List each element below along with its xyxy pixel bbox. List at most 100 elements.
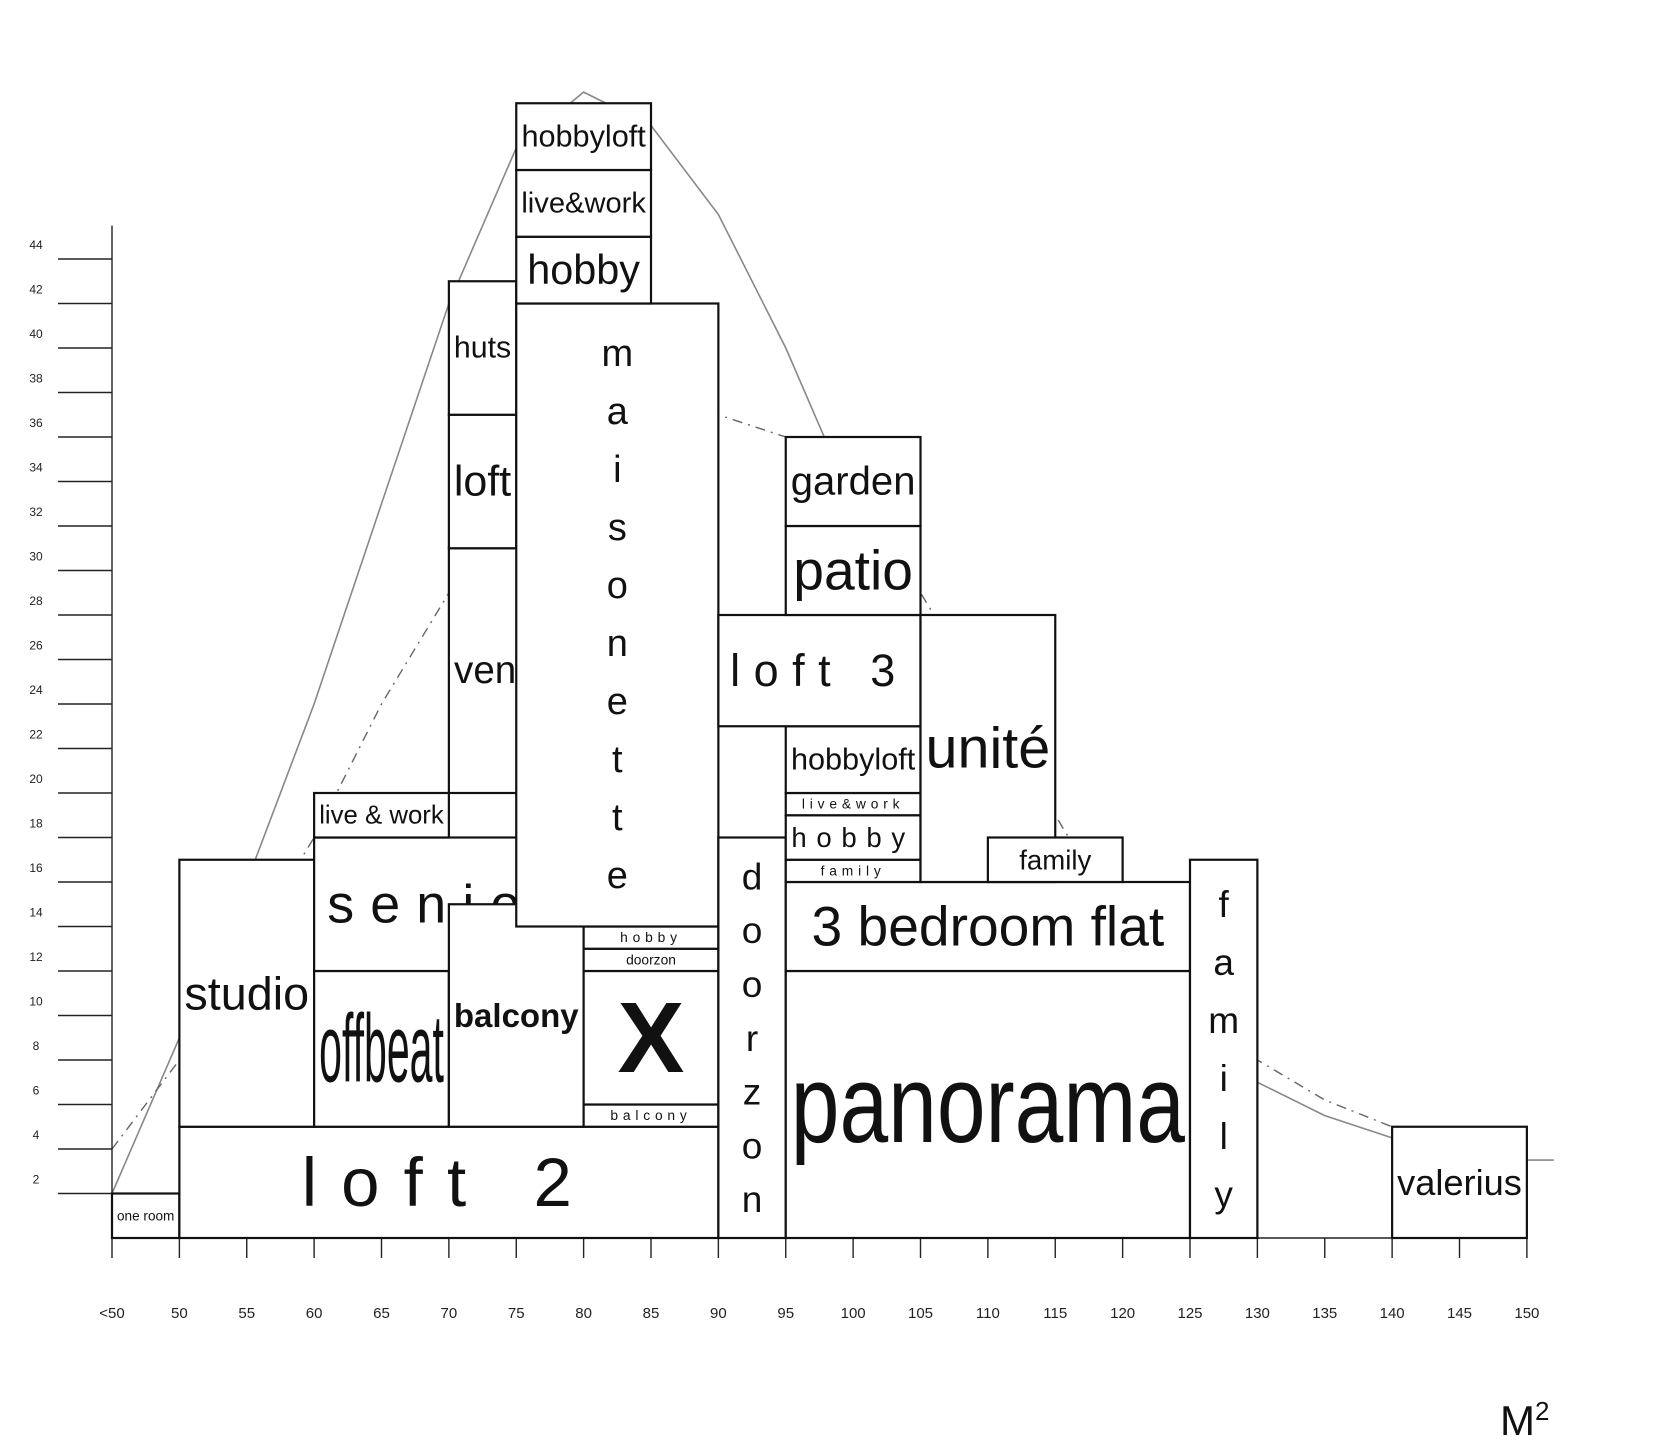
block-label-char: m (601, 333, 633, 375)
block-label: family (821, 863, 886, 878)
block-label: live&work (802, 797, 904, 812)
block-label: one room (117, 1208, 174, 1223)
x-tick-label: 145 (1447, 1305, 1472, 1322)
block-balcony: balcony (582, 1103, 720, 1128)
y-tick-label: 12 (29, 950, 43, 964)
block-panorama: panorama (784, 969, 1192, 1240)
block-label: huts (454, 332, 511, 365)
block-label: 3 bedroom flat (812, 896, 1165, 958)
y-tick-label: 24 (29, 683, 43, 697)
block-rect (717, 836, 787, 1240)
block-label: loft 2 (302, 1144, 596, 1221)
block-label-char: o (742, 963, 763, 1005)
block-rect (313, 791, 450, 839)
block-label-char: y (1214, 1173, 1233, 1215)
block-label-char: a (607, 391, 629, 433)
y-tick-label: 20 (29, 772, 43, 786)
block-label-char: e (607, 855, 628, 897)
block-live-work: live&work (784, 791, 922, 817)
x-tick-label: 135 (1312, 1305, 1337, 1322)
y-tick-label: 38 (29, 372, 43, 386)
block-label-char: o (742, 909, 763, 951)
y-tick-label: 6 (33, 1084, 40, 1098)
block-label: balcony (610, 1108, 691, 1123)
x-tick-label: <50 (99, 1305, 124, 1322)
block-rect (515, 102, 653, 172)
block-one-room: one room (110, 1192, 181, 1240)
x-tick-label: 115 (1043, 1305, 1067, 1322)
y-tick-label: 30 (29, 550, 43, 564)
block-rect (178, 1125, 720, 1240)
block-rect (110, 1192, 181, 1240)
block-label-char: o (742, 1124, 763, 1166)
block-label: X (618, 982, 685, 1094)
x-tick-label: 150 (1514, 1305, 1539, 1322)
block-label-char: n (742, 1178, 763, 1220)
block-loft-3: loft 3 (717, 613, 922, 728)
block-hobby: hobby (582, 925, 720, 950)
block-label-char: t (612, 797, 623, 839)
block-label-char: r (746, 1017, 758, 1059)
block-huts: huts (447, 280, 518, 416)
block-label-char: l (1220, 1115, 1228, 1157)
x-tick-label: 140 (1380, 1305, 1405, 1322)
y-tick-label: 36 (29, 416, 43, 430)
block-hobby: hobby (515, 235, 653, 305)
block-label-char: z (743, 1071, 762, 1113)
y-tick-label: 44 (29, 238, 43, 252)
block-label: hobby (791, 822, 914, 853)
block-label: loft (454, 458, 511, 506)
block-rect (515, 302, 720, 928)
x-tick-label: 75 (508, 1305, 525, 1322)
block-valerius: valerius (1391, 1125, 1528, 1240)
block-rect (784, 880, 1192, 973)
block-label: family (1019, 844, 1091, 875)
block-rect (1391, 1125, 1528, 1240)
block-doorzon: doorzon (717, 836, 787, 1240)
y-tick-label: 42 (29, 283, 43, 297)
y-tick-label: 26 (29, 639, 43, 653)
y-tick-label: 40 (29, 327, 43, 341)
block-x: X (582, 969, 720, 1106)
block-label-char: f (1219, 883, 1230, 925)
block-label-char: s (608, 507, 627, 549)
block-rect (986, 836, 1124, 884)
block-label: panorama (791, 1043, 1186, 1166)
block-label-char: o (607, 565, 628, 607)
block-offbeat: offbeat (313, 969, 450, 1128)
block-label-char: e (607, 681, 628, 723)
block-label: hobbyloft (791, 743, 916, 777)
block-studio: studio (178, 858, 316, 1128)
block-live-work: live & work (313, 791, 450, 839)
y-tick-label: 22 (29, 728, 43, 742)
block-label: garden (791, 460, 916, 504)
x-tick-label: 105 (908, 1305, 933, 1322)
x-tick-label: 120 (1110, 1305, 1135, 1322)
block-rect (784, 435, 922, 528)
block-hobby: hobby (784, 814, 922, 861)
x-unit-label: M2 (1500, 1396, 1549, 1445)
block-balcony: balcony (447, 903, 585, 1128)
block-label: hobbyloft (521, 120, 646, 154)
block-label-char: t (612, 739, 623, 781)
x-tick-label: 65 (373, 1305, 390, 1322)
x-tick-label: 95 (777, 1305, 794, 1322)
x-tick-label: 50 (171, 1305, 188, 1322)
block-label: offbeat (319, 995, 444, 1102)
block-label-char: m (1208, 999, 1239, 1041)
y-tick-label: 4 (33, 1128, 40, 1142)
block-loft: loft (447, 413, 518, 550)
x-tick-label: 55 (238, 1305, 255, 1322)
block-rect (447, 280, 518, 416)
block-label-char: i (1220, 1057, 1228, 1099)
block-live-work: live&work (515, 168, 653, 238)
x-unit-exponent: 2 (1535, 1396, 1550, 1426)
x-tick-label: 85 (643, 1305, 660, 1322)
block-label: loft 3 (730, 645, 909, 696)
block-label: hobby (527, 247, 640, 293)
x-unit-text: M (1500, 1397, 1535, 1444)
y-tick-label: 32 (29, 505, 43, 519)
block-family: family (784, 858, 922, 884)
